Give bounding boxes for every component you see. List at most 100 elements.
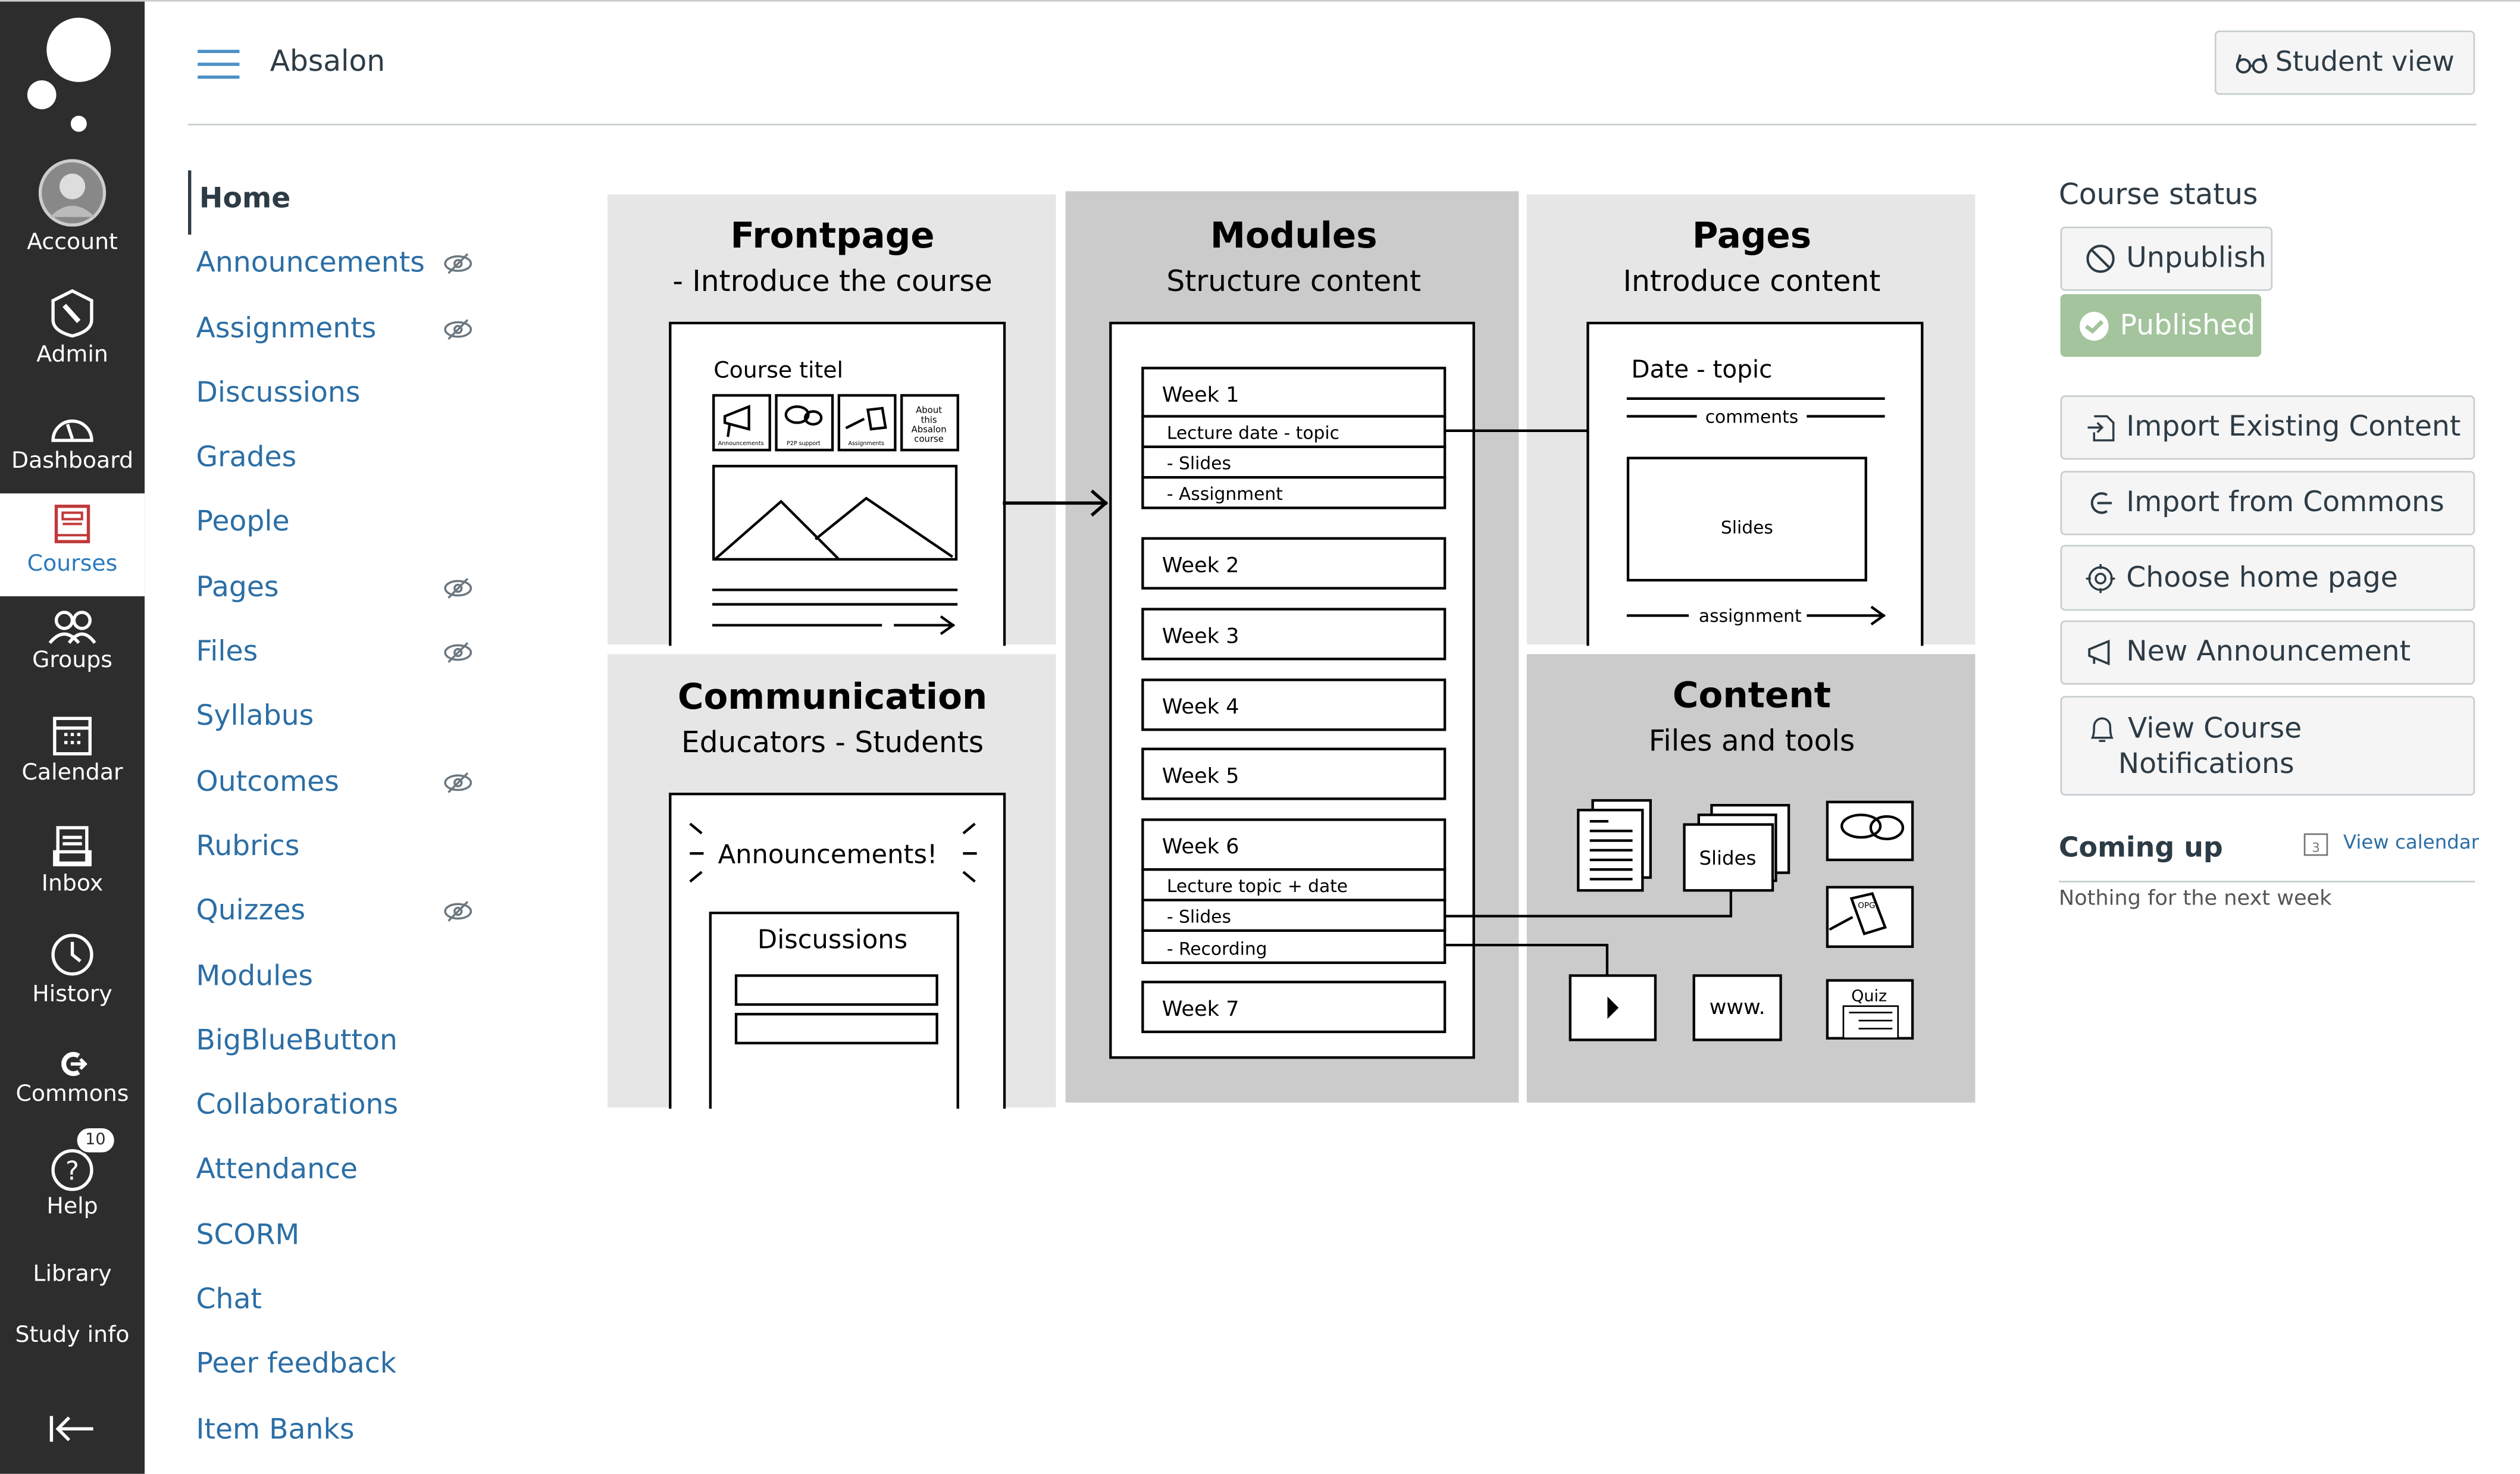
slides-stack-icon	[1683, 803, 1790, 892]
nav-groups[interactable]: Groups	[0, 609, 145, 674]
nav-help[interactable]: ? 10 Help	[0, 1126, 145, 1220]
choose-home-page-button[interactable]: Choose home page	[2060, 544, 2475, 611]
module-week-3[interactable]	[1141, 608, 1447, 661]
course-nav-outcomes[interactable]: Outcomes	[188, 753, 486, 818]
video-play-icon[interactable]	[1569, 974, 1657, 1041]
course-nav-pages[interactable]: Pages	[188, 559, 486, 624]
module-week-4[interactable]	[1141, 678, 1447, 731]
nav-inbox[interactable]: Inbox	[0, 823, 145, 897]
course-nav-label: Quizzes	[196, 896, 306, 928]
www-label: www.	[1710, 995, 1765, 1019]
tile-about	[900, 394, 959, 452]
course-nav-bigbluebutton[interactable]: BigBlueButton	[188, 1012, 486, 1077]
header-divider	[188, 123, 2477, 126]
modules-title: Modules	[1210, 215, 1378, 256]
course-nav-peer-feedback[interactable]: Peer feedback	[188, 1336, 486, 1401]
svg-text:?: ?	[65, 1156, 79, 1186]
course-nav-label: Attendance	[196, 1154, 358, 1187]
nav-label: Admin	[36, 342, 108, 368]
nav-calendar[interactable]: Calendar	[0, 712, 145, 786]
book-icon	[54, 505, 90, 543]
module-week-7[interactable]	[1141, 981, 1447, 1034]
global-navigation: Account Admin Dashboard Courses Groups C…	[0, 1, 145, 1474]
quiz-icon[interactable]	[1826, 979, 1914, 1040]
nav-courses[interactable]: Courses	[0, 493, 145, 597]
course-nav-collaborations[interactable]: Collaborations	[188, 1077, 486, 1142]
nav-label: Inbox	[41, 871, 104, 897]
tile-label: this	[921, 414, 937, 425]
course-nav-label: Files	[196, 636, 258, 669]
nav-account[interactable]: Account	[0, 159, 145, 255]
course-nav-modules[interactable]: Modules	[188, 947, 486, 1012]
action-label: New Announcement	[2126, 636, 2411, 669]
nav-history[interactable]: History	[0, 931, 145, 1007]
tile-assignments	[837, 394, 897, 452]
calendar-icon	[53, 716, 92, 756]
collapse-nav-icon[interactable]	[48, 1413, 96, 1445]
student-view-button[interactable]: Student view	[2214, 30, 2475, 95]
course-nav-scorm[interactable]: SCORM	[188, 1207, 486, 1272]
web-link-icon[interactable]	[1692, 974, 1782, 1041]
tile-label: Announcements	[718, 440, 764, 447]
course-nav-discussions[interactable]: Discussions	[188, 365, 486, 430]
bell-icon	[2090, 717, 2114, 742]
nav-label: Dashboard	[11, 448, 134, 474]
published-button[interactable]: Published	[2060, 294, 2262, 357]
help-icon: ?	[51, 1149, 93, 1191]
hamburger-menu-icon[interactable]	[198, 49, 240, 79]
week-label: Week 2	[1162, 553, 1239, 578]
course-nav-item-banks[interactable]: Item Banks	[188, 1401, 486, 1466]
course-nav-label: Discussions	[196, 377, 361, 410]
nav-dashboard[interactable]: Dashboard	[0, 406, 145, 474]
avatar	[38, 159, 107, 227]
course-nav-rubrics[interactable]: Rubrics	[188, 818, 486, 883]
frontpage-subtitle: - Introduce the course	[672, 265, 992, 298]
course-nav-announcements[interactable]: Announcements	[188, 235, 486, 300]
nav-label: Account	[27, 230, 118, 256]
module-week-6[interactable]	[1141, 818, 1447, 964]
assignment-label: assignment	[1699, 606, 1802, 627]
logo-icon[interactable]	[16, 11, 129, 140]
breadcrumb[interactable]: Absalon	[270, 45, 386, 79]
course-nav-label: Syllabus	[196, 701, 314, 734]
course-nav-home[interactable]: Home	[188, 170, 489, 236]
nav-admin[interactable]: Admin	[0, 287, 145, 368]
course-nav-assignments[interactable]: Assignments	[188, 300, 486, 365]
course-nav-people[interactable]: People	[188, 494, 486, 559]
course-nav-label: Home	[199, 183, 291, 215]
import-from-commons-button[interactable]: Import from Commons	[2060, 471, 2475, 536]
module-week-5[interactable]	[1141, 747, 1447, 800]
nav-study-info[interactable]: Study info	[0, 1323, 145, 1348]
nav-label: Study info	[15, 1322, 130, 1349]
new-announcement-button[interactable]: New Announcement	[2060, 620, 2475, 685]
tile-announcements	[712, 394, 771, 452]
tile-label: About	[916, 405, 942, 415]
course-nav-grades[interactable]: Grades	[188, 430, 486, 495]
course-nav-chat[interactable]: Chat	[188, 1272, 486, 1337]
course-nav-attendance[interactable]: Attendance	[188, 1142, 486, 1207]
import-existing-content-button[interactable]: Import Existing Content	[2060, 395, 2475, 460]
commons-icon	[2090, 492, 2112, 514]
week-item: Lecture topic + date	[1167, 876, 1348, 897]
unpublish-button[interactable]: Unpublish	[2060, 226, 2273, 291]
course-nav-label: Assignments	[196, 312, 377, 345]
course-nav-syllabus[interactable]: Syllabus	[188, 689, 486, 753]
course-nav-quizzes[interactable]: Quizzes	[188, 883, 486, 948]
module-week-1[interactable]	[1141, 367, 1447, 509]
student-view-label: Student view	[2275, 46, 2455, 79]
view-course-notifications-button[interactable]: View Course Notifications	[2060, 696, 2475, 796]
week-label: Week 3	[1162, 624, 1239, 648]
clock-icon	[51, 934, 93, 976]
nav-library[interactable]: Library	[0, 1262, 145, 1287]
hidden-eye-icon	[444, 772, 472, 793]
module-week-2[interactable]	[1141, 537, 1447, 590]
view-calendar-link[interactable]: View calendar	[2343, 831, 2480, 854]
course-nav-files[interactable]: Files	[188, 624, 486, 689]
communication-subtitle: Educators - Students	[681, 726, 984, 759]
nav-commons[interactable]: Commons	[0, 1050, 145, 1107]
tile-label: Assignments	[849, 440, 885, 447]
image-placeholder-icon	[712, 465, 958, 561]
week-item: Lecture date - topic	[1167, 423, 1339, 443]
hidden-eye-icon	[444, 577, 472, 599]
commons-icon	[61, 1051, 87, 1076]
